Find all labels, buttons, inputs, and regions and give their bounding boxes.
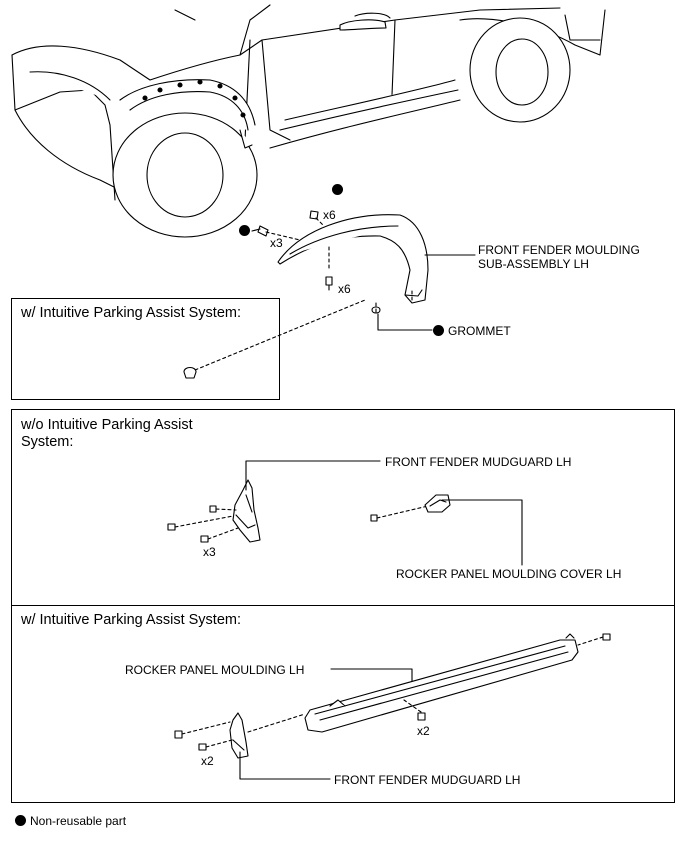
qty-label: x3 (270, 236, 283, 250)
front-fender-moulding-label-2: SUB-ASSEMBLY LH (478, 257, 589, 271)
grommet-label: GROMMET (433, 324, 511, 338)
non-reusable-marker (332, 184, 343, 195)
qty-label: x3 (203, 545, 216, 559)
non-reusable-marker (433, 325, 444, 336)
non-reusable-marker (15, 815, 26, 826)
dashed-wo (174, 505, 429, 540)
vehicle-outline (11, 4, 606, 238)
panel-title: w/ Intuitive Parking Assist System: (21, 305, 241, 321)
qty-label: x2 (201, 754, 214, 768)
qty-label: x6 (323, 208, 336, 222)
qty-label: x2 (417, 724, 430, 738)
panel-outer (11, 409, 675, 803)
top-dashed-leaders (194, 217, 413, 371)
fender-moulding (277, 214, 429, 304)
top-leaders (377, 254, 476, 331)
non-reusable-marker (239, 225, 250, 236)
leaders-w (239, 668, 413, 780)
legend-text: Non-reusable part (30, 814, 127, 828)
rocker-moulding-label: ROCKER PANEL MOULDING LH (125, 663, 305, 677)
mudguard-wo-label: FRONT FENDER MUDGUARD LH (385, 455, 572, 469)
grommet-text: GROMMET (448, 324, 511, 338)
fender-clips (251, 210, 381, 314)
front-fender-moulding-label: FRONT FENDER MOULDING (478, 243, 640, 257)
panel-title: w/o Intuitive Parking Assist (21, 417, 193, 433)
screws-w (174, 633, 611, 751)
qty-label: x6 (338, 282, 351, 296)
mudguard-wo (232, 479, 261, 543)
panel-divider (11, 605, 675, 606)
legend: Non-reusable part (15, 814, 126, 828)
panel-title: w/ Intuitive Parking Assist System: (21, 612, 241, 628)
screws-wo (167, 505, 378, 543)
mudguard-w-label: FRONT FENDER MUDGUARD LH (334, 773, 521, 787)
panel-w-ipas-small (11, 298, 280, 400)
grommet-part (183, 366, 197, 379)
rocker-cover (424, 494, 451, 513)
leaders-wo (245, 460, 523, 566)
rocker-cover-label: ROCKER PANEL MOULDING COVER LH (396, 567, 622, 581)
panel-title-2: System: (21, 434, 74, 450)
rocker-moulding (304, 633, 579, 733)
dashed-w (181, 636, 604, 748)
mudguard-w (229, 712, 249, 759)
